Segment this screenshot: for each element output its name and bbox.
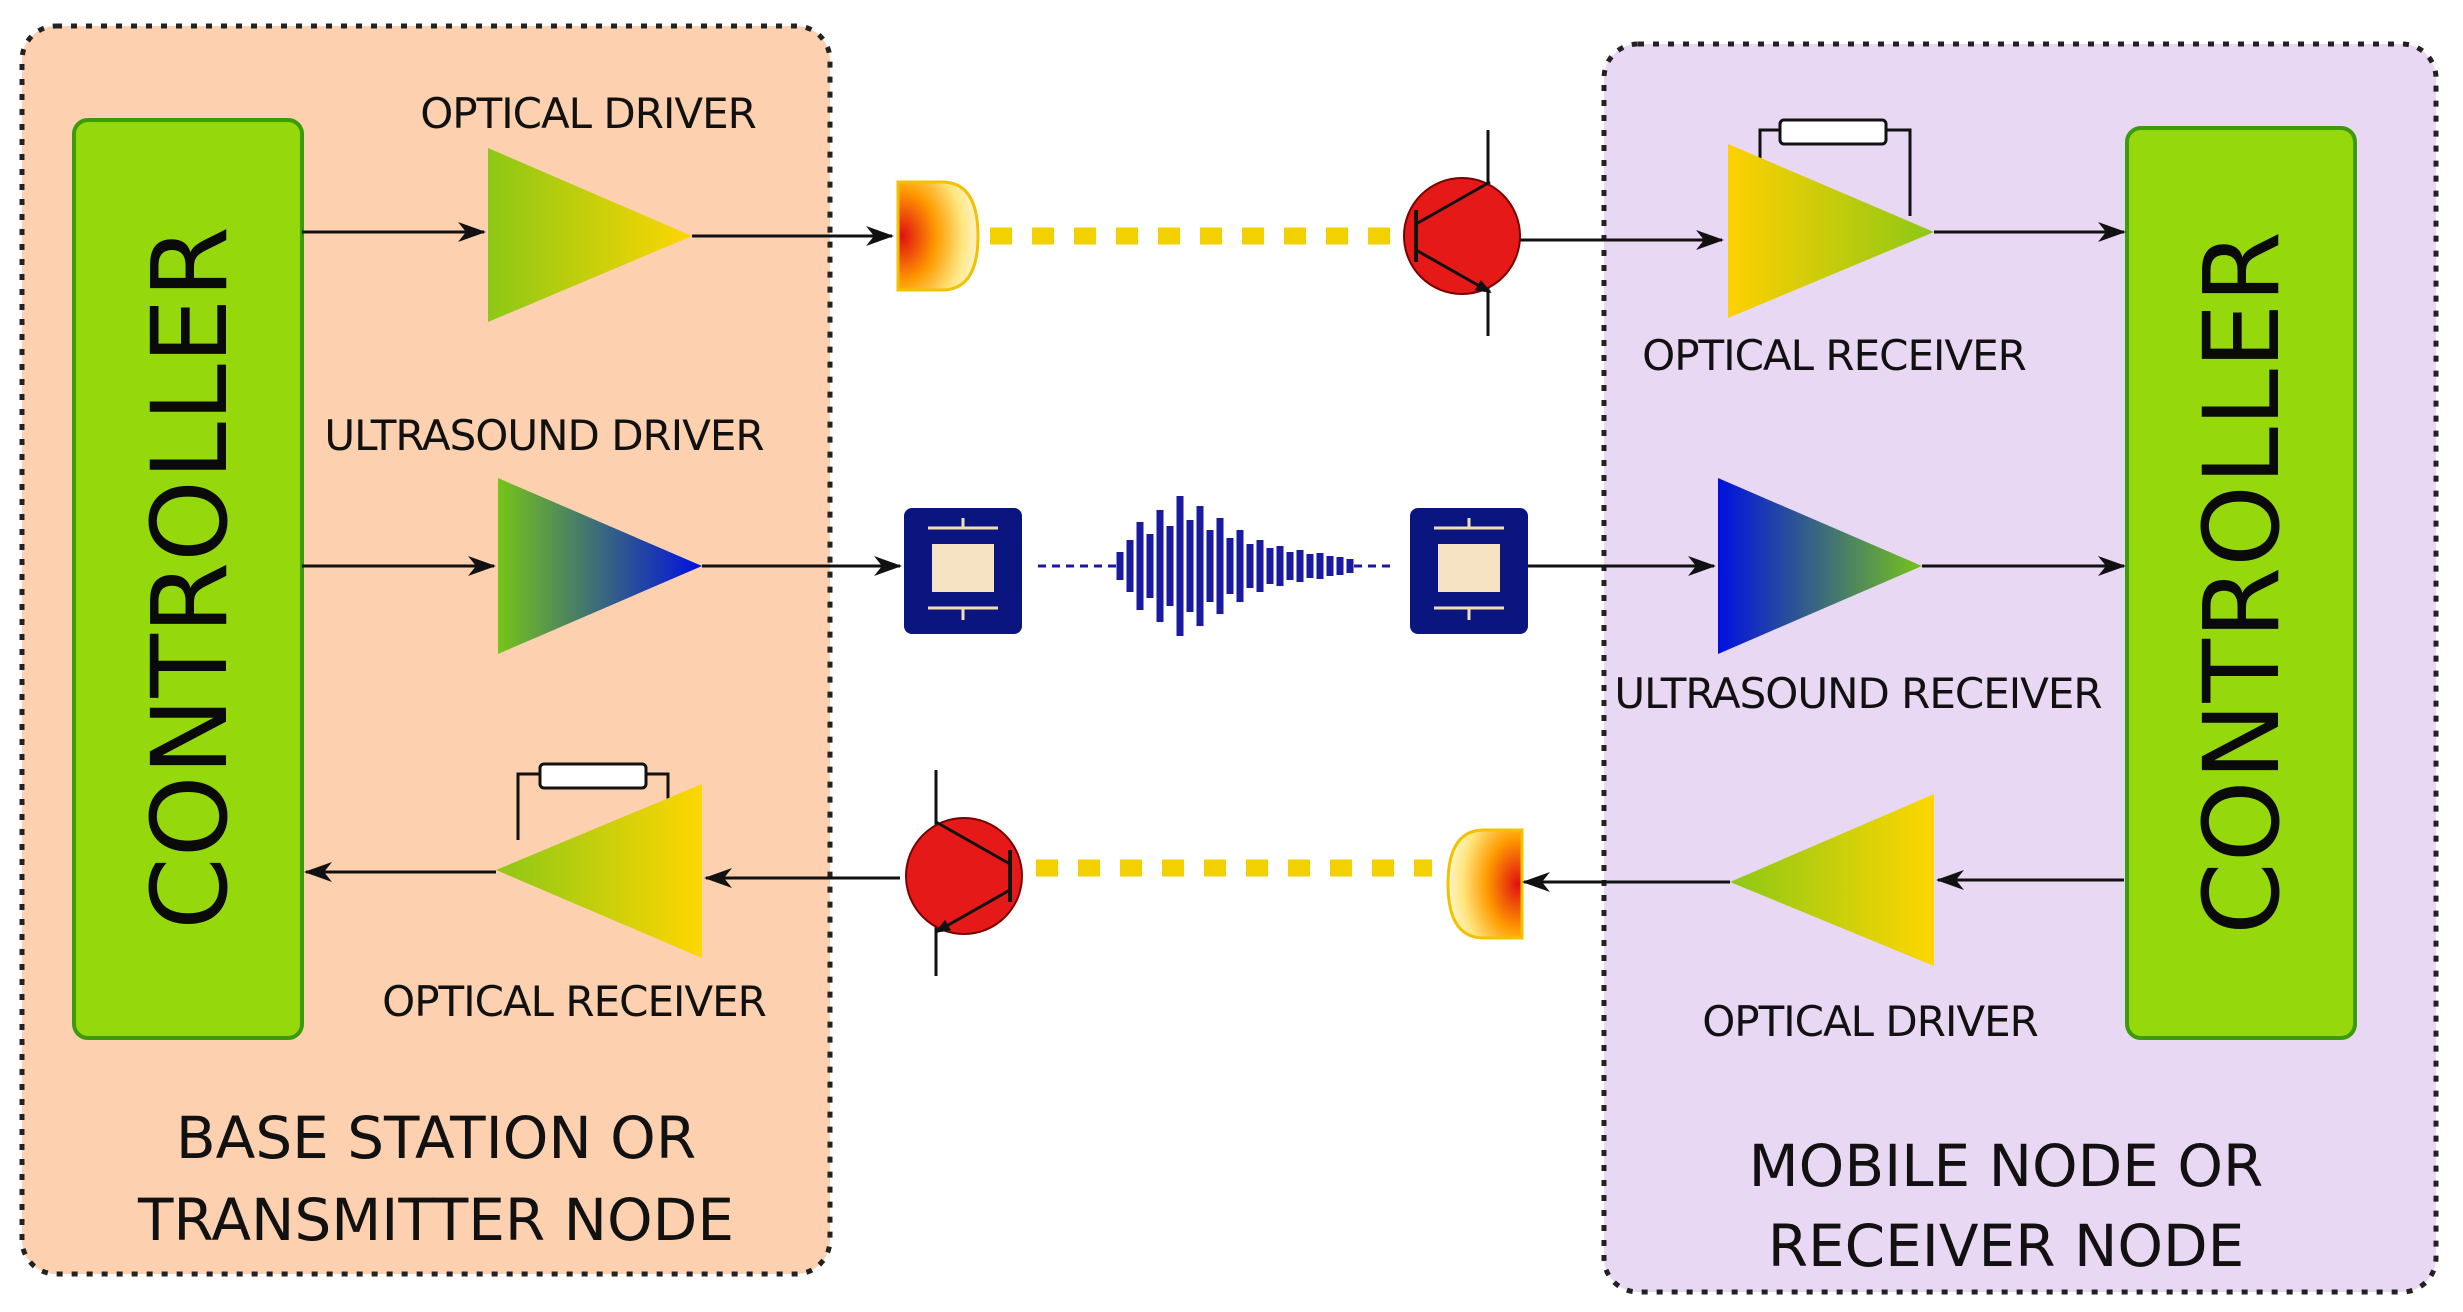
mobile-ultrasound-transducer-icon: [1410, 508, 1528, 634]
mobile-led-emitter-icon: [1446, 828, 1524, 940]
mobile-controller: CONTROLLER: [2125, 126, 2357, 1040]
mobile-optical-receiver-amplifier-icon: [1728, 118, 1934, 318]
base-controller-label: CONTROLLER: [129, 226, 251, 930]
mobile-optical-receiver-label: OPTICAL RECEIVER: [1642, 331, 2026, 380]
mobile-node-title-line2: RECEIVER NODE: [1768, 1212, 2245, 1280]
base-station-title-line2: TRANSMITTER NODE: [137, 1186, 734, 1254]
base-phototransistor-icon: [905, 770, 1023, 976]
mobile-phototransistor-icon: [1403, 130, 1521, 336]
base-optical-receiver-label: OPTICAL RECEIVER: [382, 977, 766, 1026]
base-optical-driver-amplifier-icon: [488, 148, 692, 322]
mobile-controller-label: CONTROLLER: [2181, 231, 2303, 935]
ultrasound-wave-burst: [1038, 496, 1392, 636]
mobile-ultrasound-receiver-label: ULTRASOUND RECEIVER: [1614, 669, 2101, 718]
base-station-title-line1: BASE STATION OR: [176, 1104, 696, 1172]
base-ultrasound-driver-amplifier-icon: [498, 478, 702, 654]
base-led-emitter-icon: [896, 180, 980, 292]
mobile-optical-driver-amplifier-icon: [1730, 794, 1934, 966]
base-optical-driver-label: OPTICAL DRIVER: [420, 89, 756, 138]
mobile-node-title-line1: MOBILE NODE OR: [1749, 1132, 2264, 1200]
mobile-optical-driver-label: OPTICAL DRIVER: [1702, 997, 2038, 1046]
base-controller: CONTROLLER: [72, 118, 304, 1040]
base-ultrasound-driver-label: ULTRASOUND DRIVER: [324, 411, 763, 460]
base-optical-receiver-amplifier-icon: [496, 762, 702, 958]
base-ultrasound-transducer-icon: [904, 508, 1022, 634]
mobile-ultrasound-receiver-amplifier-icon: [1718, 478, 1922, 654]
